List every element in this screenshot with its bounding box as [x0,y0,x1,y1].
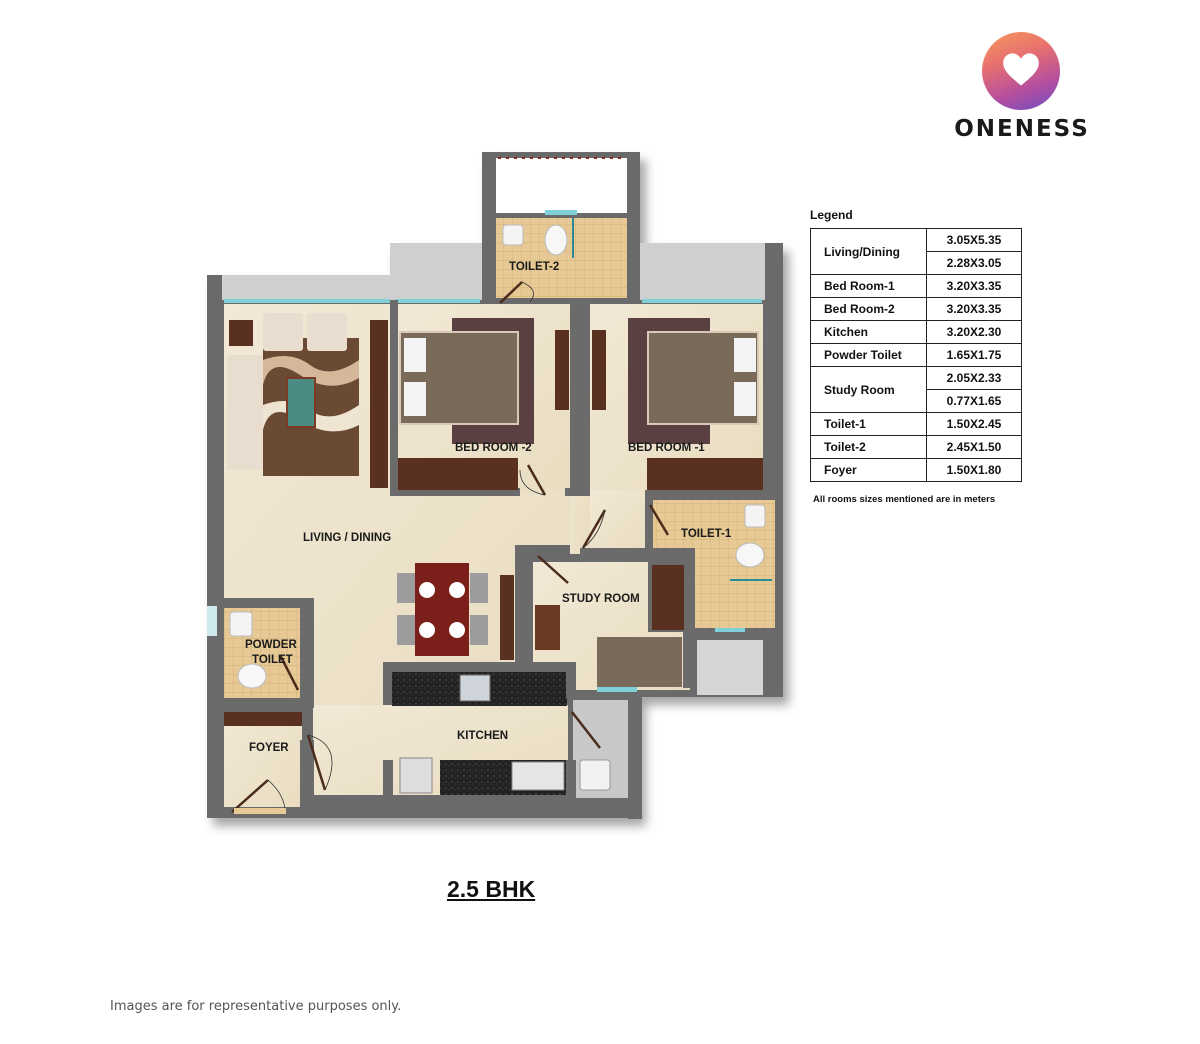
legend-size: 2.05X2.33 [926,366,1022,390]
room-label-toilet-1: TOILET-1 [681,528,732,540]
room-label-foyer: FOYER [249,742,289,754]
room-label-powder-toilet-2: TOILET [252,654,293,666]
room-label-kitchen: KITCHEN [457,730,509,742]
legend-size: 1.65X1.75 [926,343,1022,367]
legend-room: Bed Room-1 [810,274,927,298]
legend-room: Kitchen [810,320,927,344]
legend-size: 1.50X1.80 [926,458,1022,482]
legend-size: 3.20X3.35 [926,297,1022,321]
legend-size: 1.50X2.45 [926,412,1022,436]
legend-size: 2.45X1.50 [926,435,1022,459]
floor-plan [207,152,783,819]
legend-room: Study Room [810,366,927,413]
room-label-bedroom-2: BED ROOM -2 [455,442,532,454]
legend-size: 2.28X3.05 [926,251,1022,275]
legend-note: All rooms sizes mentioned are in meters [813,494,996,505]
legend-room: Toilet-1 [810,412,927,436]
legend-room: Bed Room-2 [810,297,927,321]
heart-icon [1003,53,1039,86]
room-label-living-dining: LIVING / DINING [303,532,392,544]
legend-room: Toilet-2 [810,435,927,459]
legend-room: Living/Dining [810,228,927,275]
legend-size: 0.77X1.65 [926,389,1022,413]
plan-title: 2.5 BHK [447,876,536,902]
legend-room: Foyer [810,458,927,482]
legend-title: Legend [810,208,853,222]
room-label-powder-toilet-1: POWDER [245,639,297,651]
brand-name: ONENESS [954,116,1090,142]
disclaimer: Images are for representative purposes o… [110,999,402,1014]
legend-room: Powder Toilet [810,343,927,367]
legend-size: 3.05X5.35 [926,228,1022,252]
room-label-bedroom-1: BED ROOM -1 [628,442,705,454]
room-label-toilet-2: TOILET-2 [509,261,560,273]
legend-size: 3.20X2.30 [926,320,1022,344]
room-label-study-room: STUDY ROOM [562,593,640,605]
legend-size: 3.20X3.35 [926,274,1022,298]
